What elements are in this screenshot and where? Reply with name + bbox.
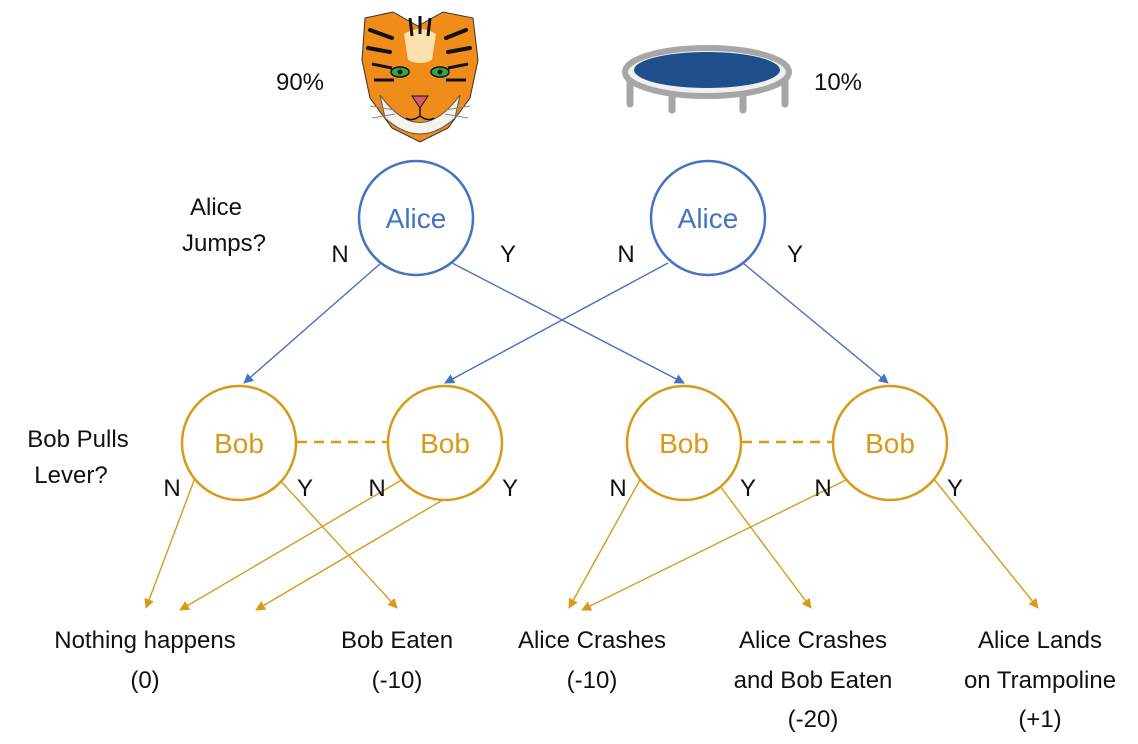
outcome-bob-eaten: Bob Eaten (-10) — [341, 627, 453, 694]
outcome-nothing-happens: Nothing happens (0) — [54, 627, 235, 694]
alice-question-line2: Jumps? — [182, 230, 266, 257]
bob-question-line1: Bob Pulls — [27, 426, 128, 453]
outcome-3-line1: Alice Crashes — [518, 627, 666, 654]
edge-alice1-yes — [451, 262, 685, 384]
edge-label-bob1-no: N — [163, 475, 180, 502]
bob-node-2-label: Bob — [420, 428, 470, 459]
edge-alice2-no — [444, 262, 669, 384]
outcome-alice-crashes-bob-eaten: Alice Crashes and Bob Eaten (-20) — [734, 627, 893, 733]
outcome-alice-crashes: Alice Crashes (-10) — [518, 627, 666, 694]
bob-node-3: Bob — [625, 384, 743, 502]
outcome-3-line2: (-10) — [567, 667, 618, 694]
edge-label-alice1-no: N — [331, 241, 348, 268]
left-chance-probability: 90% — [276, 69, 324, 96]
edge-bob1-no — [144, 477, 196, 609]
outcome-4-line3: (-20) — [788, 706, 839, 733]
edge-label-bob2-no: N — [368, 475, 385, 502]
alice-node-left: Alice — [357, 159, 475, 277]
alice-node-right-label: Alice — [678, 203, 739, 234]
bob-node-3-label: Bob — [659, 428, 709, 459]
bob-question-line2: Lever? — [34, 462, 107, 489]
edge-label-bob2-yes: Y — [502, 475, 518, 502]
edge-label-bob3-no: N — [609, 475, 626, 502]
tiger-face-icon — [361, 11, 479, 143]
edge-bob3-yes — [713, 477, 812, 609]
edge-label-alice2-no: N — [617, 241, 634, 268]
bob-node-1-label: Bob — [214, 428, 264, 459]
bob-node-4: Bob — [831, 384, 949, 502]
edge-alice2-yes — [742, 262, 889, 384]
bob-node-2: Bob — [386, 384, 504, 502]
bob-node-1: Bob — [180, 384, 298, 502]
alice-node-left-label: Alice — [386, 203, 447, 234]
outcome-2-line1: Bob Eaten — [341, 627, 453, 654]
edge-label-bob4-no: N — [814, 475, 831, 502]
edge-bob4-no — [581, 477, 851, 611]
edge-label-bob1-yes: Y — [297, 475, 313, 502]
edge-label-alice2-yes: Y — [787, 241, 803, 268]
outcome-4-line1: Alice Crashes — [739, 627, 887, 654]
outcome-4-line2: and Bob Eaten — [734, 667, 893, 694]
alice-node-right: Alice — [649, 159, 767, 277]
edge-bob3-no — [568, 477, 642, 609]
outcome-5-line2: on Trampoline — [964, 667, 1116, 694]
edge-label-bob4-yes: Y — [947, 475, 963, 502]
outcome-alice-lands-trampoline: Alice Lands on Trampoline (+1) — [964, 627, 1116, 733]
edge-alice1-no — [243, 262, 382, 384]
edge-label-bob3-yes: Y — [740, 475, 756, 502]
edge-label-alice1-yes: Y — [500, 241, 516, 268]
bob-node-4-label: Bob — [865, 428, 915, 459]
outcome-1-line1: Nothing happens — [54, 627, 235, 654]
edge-bob1-yes — [277, 477, 398, 609]
outcome-5-line1: Alice Lands — [978, 627, 1102, 654]
outcome-5-line3: (+1) — [1018, 706, 1061, 733]
outcome-2-line2: (-10) — [372, 667, 423, 694]
edge-bob4-yes — [932, 477, 1039, 609]
trampoline-icon — [622, 45, 792, 114]
outcome-1-line2: (0) — [130, 667, 159, 694]
right-chance-probability: 10% — [814, 69, 862, 96]
edge-bob2-no — [179, 477, 406, 611]
alice-question-line1: Alice — [190, 194, 242, 221]
